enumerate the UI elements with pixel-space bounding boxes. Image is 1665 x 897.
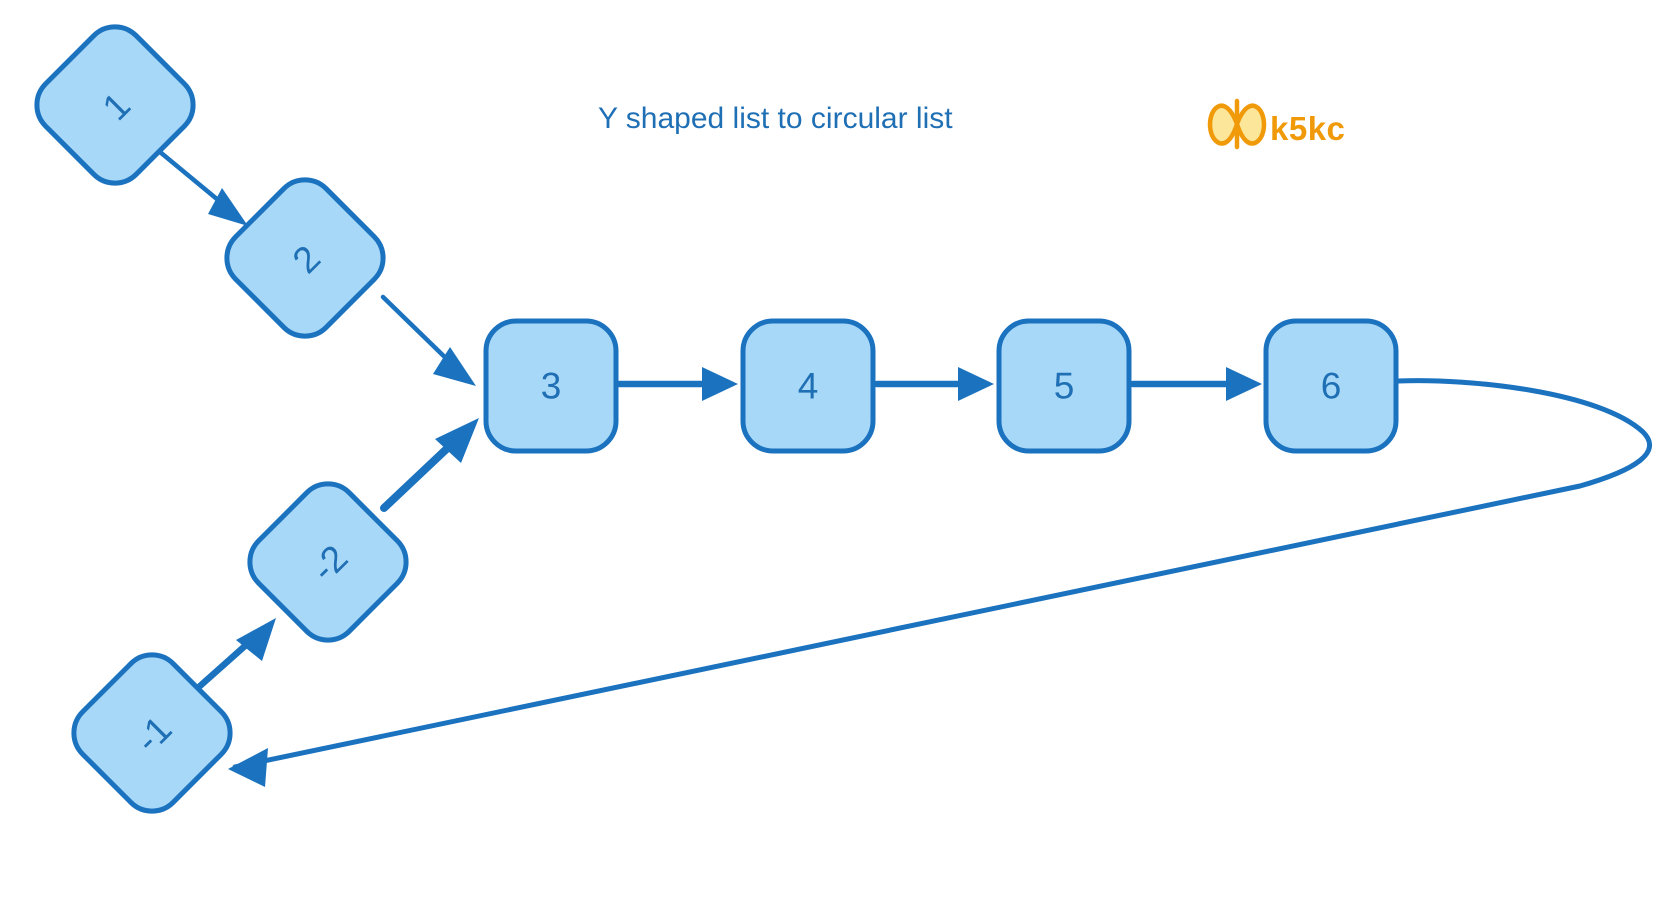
node-5-shape [996,318,1132,454]
edge-minus2-to-3-path [380,437,459,512]
butterfly-left-wing [1207,103,1240,146]
edge-6-to-minus1-arrowhead [228,748,268,787]
edge-3-to-4-arrowhead [702,367,738,401]
butterfly-right-wing [1234,103,1267,146]
edge-3-to-4 [615,367,738,401]
node-3-shape [483,318,619,454]
edge-minus2-to-3-arrowhead [435,418,479,463]
edge-4-to-5-arrowhead [958,367,994,401]
brand-label: k5kc [1270,110,1345,147]
node-2[interactable]: 2 [214,167,395,348]
edge-5-to-6-arrowhead [1226,367,1262,401]
node-minus1-shape [71,652,233,814]
node-1[interactable]: 1 [24,14,205,195]
node-6-label: 6 [1321,366,1342,407]
edge-minus1-to-minus2 [196,618,276,690]
edge-4-to-5 [873,367,994,401]
node-minus2-shape [247,481,409,643]
node-6-shape [1263,318,1399,454]
edge-2-to-3-path [380,294,458,370]
node-5-label: 5 [1054,366,1075,407]
butterfly-logo [1207,98,1267,150]
node-4-shape [740,318,876,454]
node-2-shape [224,177,386,339]
node-3[interactable]: 3 [483,318,619,454]
edge-6-to-minus1-path [232,378,1652,770]
page-title: Y shaped list to circular list [598,102,953,135]
edge-2-to-3 [380,294,476,386]
node-6[interactable]: 6 [1263,318,1399,454]
edge-6-to-minus1 [228,378,1652,787]
edge-minus2-to-3 [380,418,479,512]
edge-1-to-2-arrowhead [208,188,248,226]
node-minus2[interactable]: -2 [237,471,418,652]
node-1-shape [34,24,196,186]
edge-2-to-3-arrowhead [433,347,476,386]
node-4[interactable]: 4 [740,318,876,454]
brand-watermark: k5kc [1207,98,1345,150]
node-3-label: 3 [541,366,562,407]
edge-1-to-2 [157,149,248,226]
node-5[interactable]: 5 [996,318,1132,454]
node-minus1[interactable]: -1 [61,642,242,823]
edge-5-to-6 [1129,367,1262,401]
edge-minus1-to-minus2-arrowhead [236,618,276,661]
node-4-label: 4 [798,366,819,407]
